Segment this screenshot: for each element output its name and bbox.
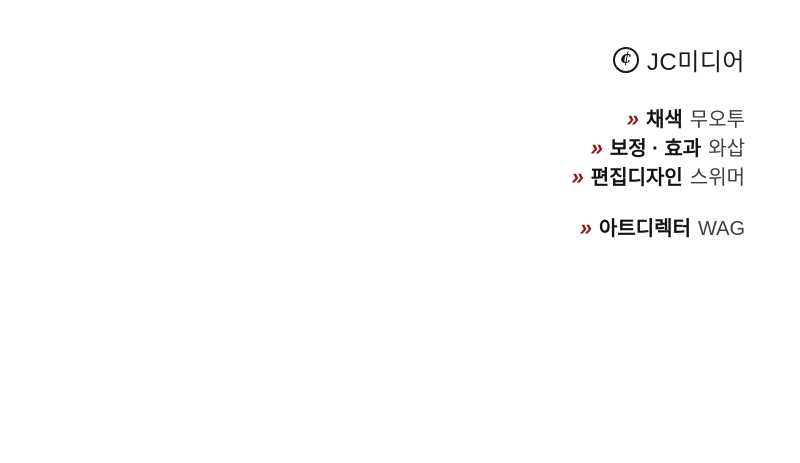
credit-role: 편집디자인 xyxy=(590,167,683,189)
double-chevron-icon: » xyxy=(571,164,584,189)
credit-role: 보정 · 효과 xyxy=(609,138,702,160)
brand-name: JC미디어 xyxy=(646,49,745,76)
jc-monogram-glyph: ¢ xyxy=(620,48,632,68)
credit-name: 무오투 xyxy=(689,109,745,131)
credit-line-art-director: » 아트디렉터 WAG xyxy=(572,214,745,243)
credit-line-retouch-effects: » 보정 · 효과 와삽 xyxy=(572,134,745,163)
jc-monogram-circle-icon: ¢ xyxy=(612,46,639,73)
credit-name: WAG xyxy=(697,218,745,240)
credit-role: 아트디렉터 xyxy=(598,218,691,240)
double-chevron-icon: » xyxy=(579,215,592,240)
double-chevron-icon: » xyxy=(590,135,603,160)
credit-line-editorial-design: » 편집디자인 스위머 xyxy=(572,163,745,192)
credit-role: 채색 xyxy=(645,109,683,131)
credits-block: ¢ JC미디어 » 채색 무오투 » 보정 · 효과 와삽 » 편집디자인 스위머 » 아트디… xyxy=(572,42,745,243)
credit-name: 와삽 xyxy=(708,138,745,160)
credit-name: 스위머 xyxy=(689,167,745,189)
double-chevron-icon: » xyxy=(626,106,639,131)
brand-logo: ¢ JC미디어 xyxy=(572,42,745,77)
credit-line-coloring: » 채색 무오투 xyxy=(572,105,745,134)
